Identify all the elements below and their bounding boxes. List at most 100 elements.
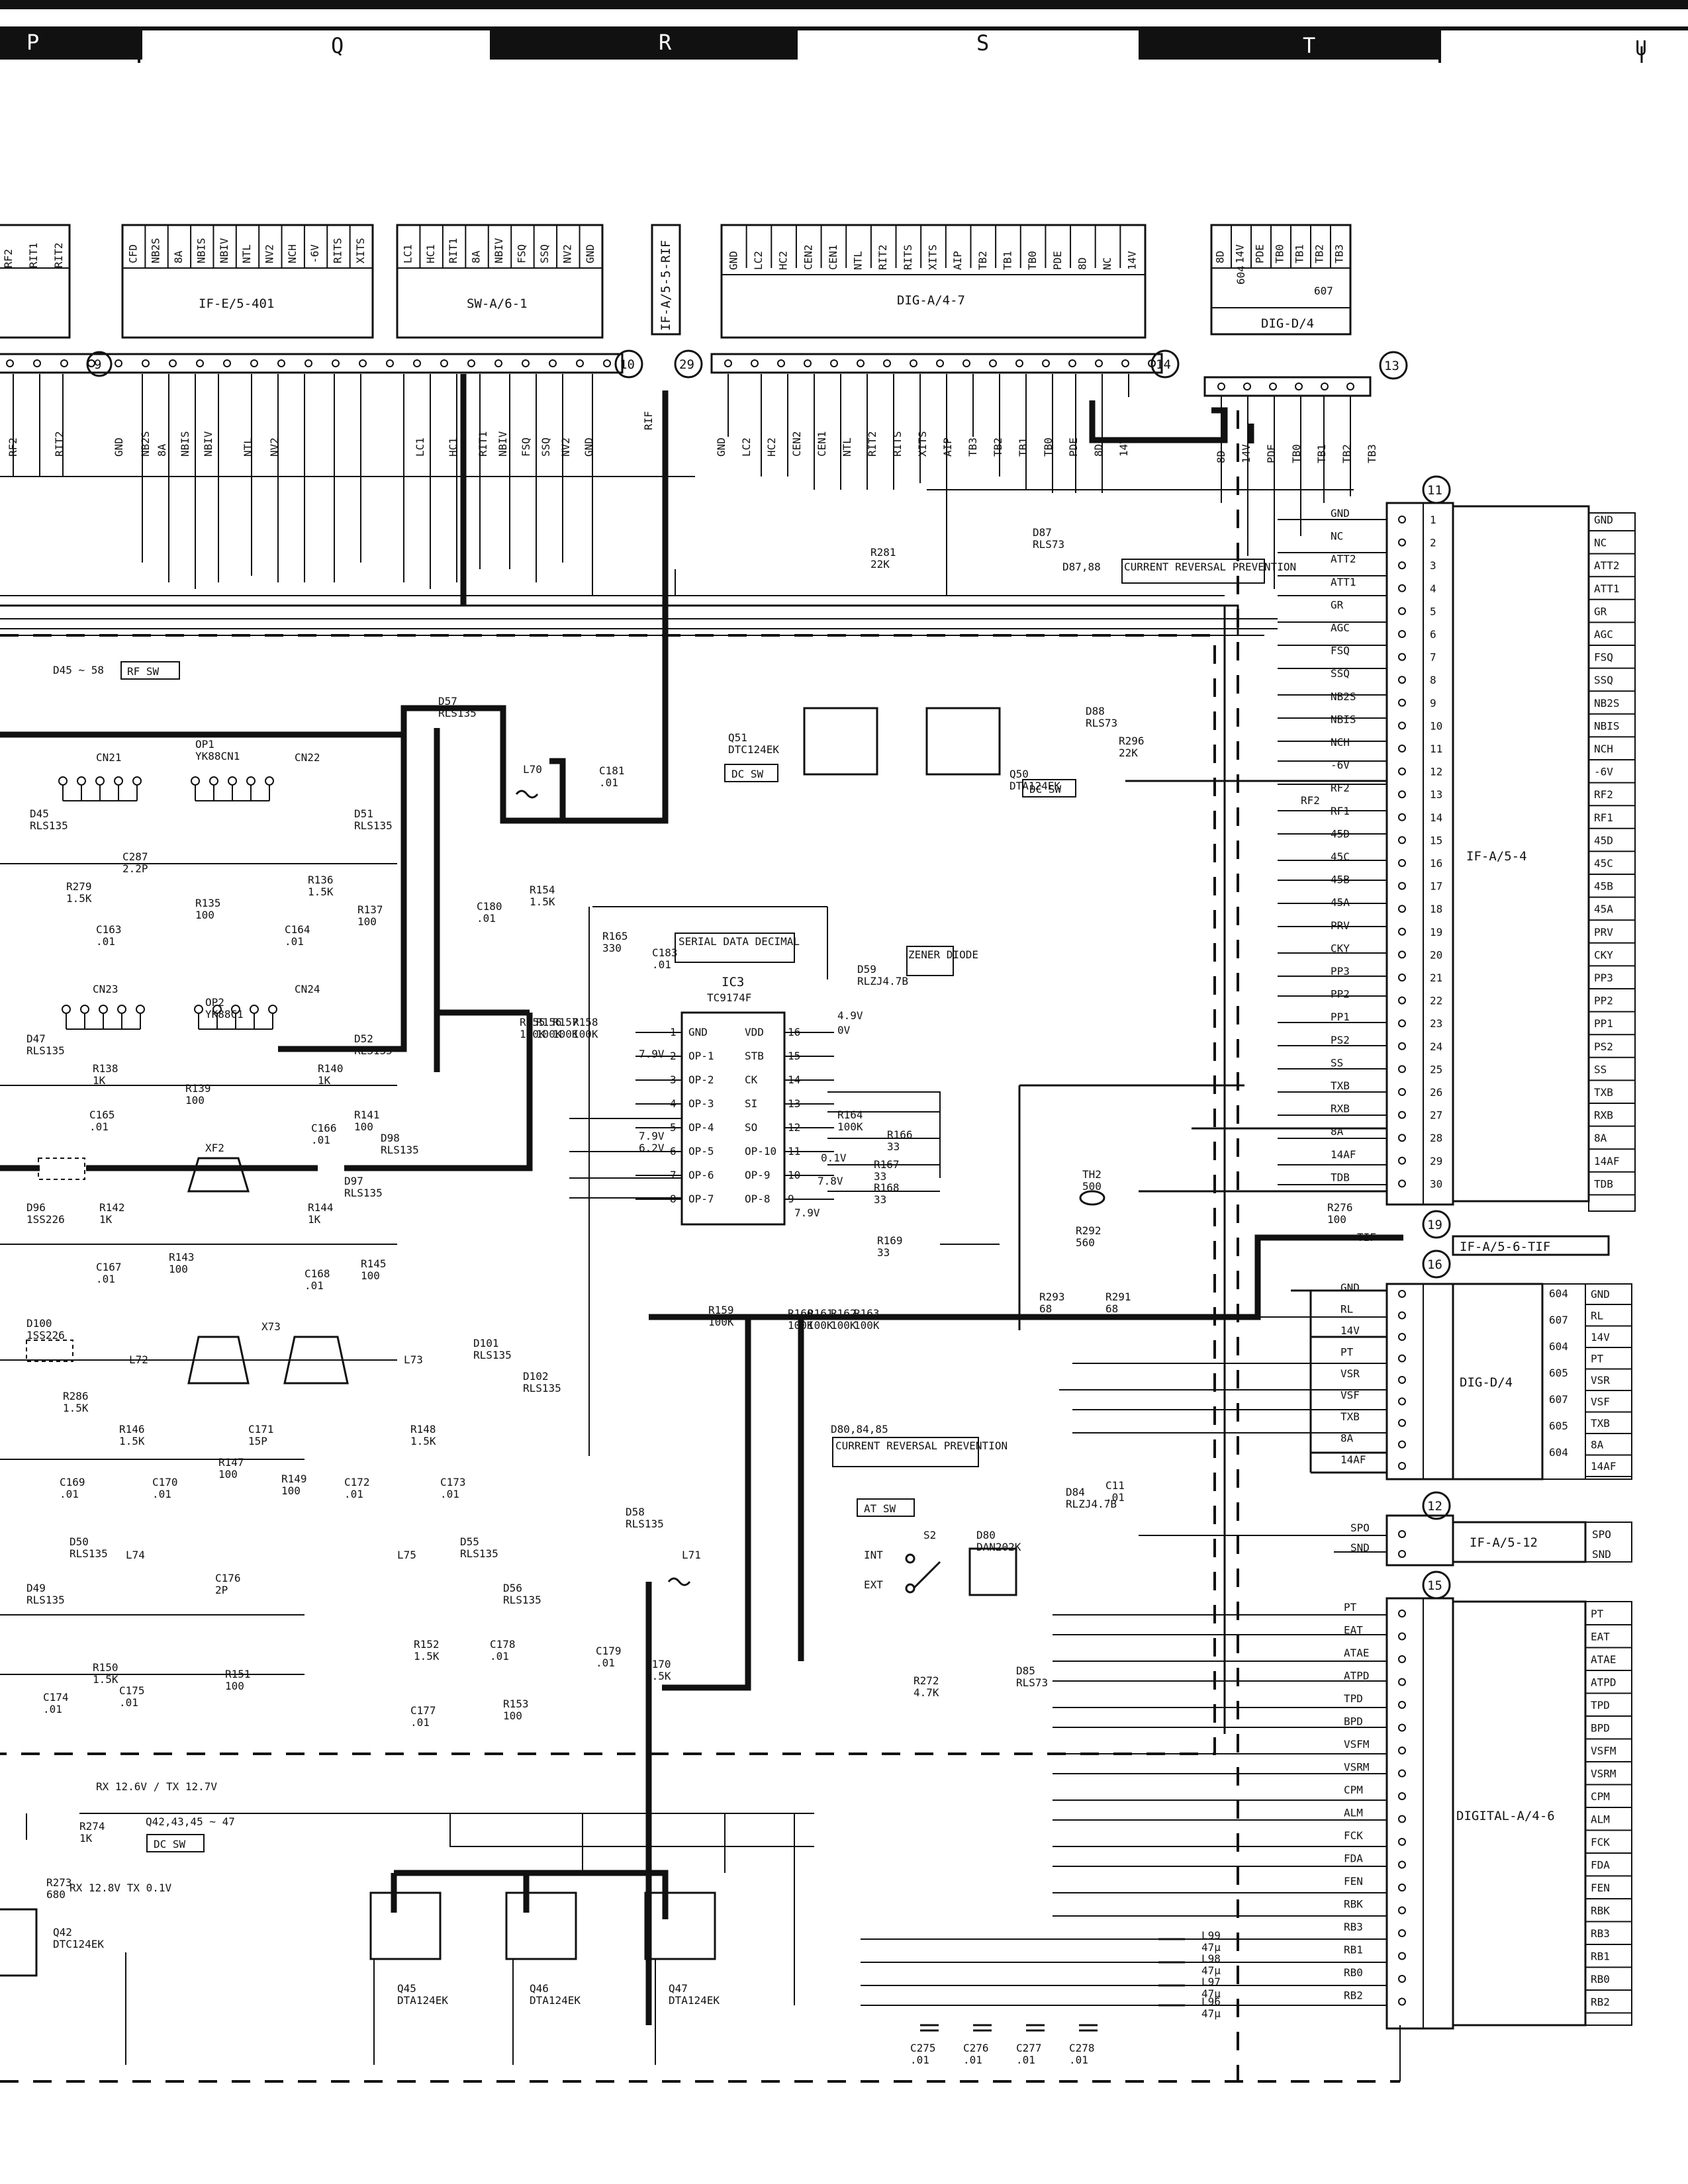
component-r153-value: 100 [503, 1709, 522, 1722]
ifa54-pin-24: SS [1594, 1063, 1607, 1075]
component-r147-id: R147 [218, 1456, 244, 1469]
label-q42-47: Q42,43,45 ~ 47 [146, 1815, 235, 1828]
component-cn24-id: CN24 [295, 983, 320, 995]
dig46-pin-13: RBK [1591, 1905, 1610, 1917]
ifa54-num-26: 27 [1430, 1109, 1442, 1122]
ifa54-num-12: 13 [1430, 788, 1442, 801]
component-c181-value: .01 [599, 776, 618, 789]
digd4mid-code-0: 604 [1549, 1287, 1568, 1300]
ifa54-left-10: NCH [1331, 736, 1350, 749]
ic3-left-pin-4: OP-4 [688, 1121, 714, 1134]
dig46-left-2: ATAE [1344, 1647, 1370, 1659]
component-r146-id: R146 [119, 1423, 145, 1435]
pin-connectors-dig_d4_top-pins-3: TB0 [1274, 244, 1286, 263]
component-cn21-id: CN21 [96, 751, 122, 764]
pin-connectors-if_e5_401-pins-6: NV2 [263, 244, 275, 263]
ic3-left-pin-1: OP-1 [688, 1050, 714, 1062]
dig46-pin-16: RB0 [1591, 1973, 1610, 1985]
ic3-right-pin-4: SO [745, 1121, 757, 1134]
component-c277-id: C277 [1016, 2042, 1042, 2054]
component-c176-value: 2P [215, 1584, 228, 1596]
component-c171-value: 15P [248, 1435, 267, 1447]
rail-label-dig-16: 14V [1117, 437, 1130, 457]
label-rx-tx: RX 12.6V / TX 12.7V [96, 1780, 217, 1793]
ifa54-left-24: SS [1331, 1056, 1343, 1069]
component-c173-value: .01 [440, 1488, 459, 1500]
pin-connectors-dig_a4_7-pins-9: AIP [951, 251, 964, 270]
ifa54-left-6: FSQ [1331, 645, 1350, 657]
jumper-10: 10 [620, 357, 635, 372]
component-d57-id: D57 [438, 695, 457, 707]
rail-label-left-16: GND [583, 437, 595, 457]
component-op1-id: OP1 [195, 738, 214, 751]
ic3-volt-6: 7.8V [818, 1175, 843, 1187]
rail-label-dig-6: RIT2 [866, 431, 878, 457]
pin-connectors-dig_a4_7-pins-3: CEN2 [802, 244, 814, 270]
ifa54-num-13: 14 [1430, 811, 1442, 824]
component-r142-id: R142 [99, 1201, 125, 1214]
component-x73-id: X73 [261, 1320, 281, 1333]
rail-label-left-8: NV2 [268, 437, 281, 457]
component-r169-value: 33 [877, 1246, 890, 1259]
dig46-pin-10: FCK [1591, 1836, 1610, 1848]
component-d102-id: D102 [523, 1370, 549, 1383]
pin-connectors-dig_d4_top-pins-5: TB2 [1313, 244, 1326, 263]
component-l73-id: L73 [404, 1353, 423, 1366]
component-r281-id: R281 [870, 546, 896, 559]
dig46-left-12: FEN [1344, 1875, 1363, 1888]
label-serial-data: SERIAL DATA DECIMAL [679, 935, 800, 948]
digd4mid-left-4: VSR [1340, 1367, 1360, 1380]
digd4mid-pin-6: TXB [1591, 1417, 1610, 1430]
ifa54-pin-8: NB2S [1594, 697, 1620, 709]
ifa54-pin-27: 8A [1594, 1132, 1607, 1144]
ic3-right-pin-3: SI [745, 1097, 757, 1110]
ic3-volt-7: 7.9V [794, 1206, 820, 1219]
ic3-volt-5: 0.1V [821, 1152, 847, 1164]
component-c177-value: .01 [410, 1716, 430, 1729]
pin-connectors-dig_a4_7-pins-0: GND [727, 251, 739, 270]
component-r155-id: R155 [520, 1016, 545, 1028]
component-r157-value: 100K [553, 1028, 579, 1040]
dig46-left-8: CPM [1344, 1784, 1363, 1796]
zone-label-q: Q [331, 33, 344, 58]
component-q50-value: DTA124EK [1009, 780, 1060, 792]
component-c177-id: C177 [410, 1704, 436, 1717]
pin-connectors-dig_a4_7-pins-12: TB0 [1026, 251, 1039, 270]
component-q45-id: Q45 [397, 1982, 416, 1995]
component-q47-id: Q47 [669, 1982, 688, 1995]
component-r150-id: R150 [93, 1661, 118, 1674]
pin-connectors-if_e5_401-pins-5: NTL [240, 244, 253, 263]
digd4mid-pin-3: PT [1591, 1353, 1604, 1365]
component-c164-id: C164 [285, 923, 310, 936]
pin-connectors-if_e5_401-pins-4: NBIV [218, 238, 230, 263]
ifa54-left-1: NC [1331, 530, 1343, 543]
ifa54-left-8: NB2S [1331, 690, 1356, 703]
pin-connectors-dig_d4_top-pins-0: 8D [1214, 251, 1227, 263]
component-c166-id: C166 [311, 1122, 337, 1134]
ic3-name: IC3 [722, 975, 744, 989]
digd4mid-code-4: 607 [1549, 1393, 1568, 1406]
ic3-part: TC9174F [707, 991, 751, 1004]
component-c276-id: C276 [963, 2042, 989, 2054]
rail-label-dig-11: TB2 [992, 437, 1004, 457]
component-l99-value: 47μ [1201, 1941, 1221, 1954]
component-r167-id: R167 [874, 1158, 900, 1171]
ifa512-pin-0: SPO [1592, 1528, 1611, 1541]
ifa54-num-17: 18 [1430, 903, 1442, 915]
dig46-pin-15: RB1 [1591, 1950, 1610, 1963]
ifa54-pin-3: ATT1 [1594, 582, 1620, 595]
component-r274-id: R274 [79, 1820, 105, 1833]
label-crp-mid-ref: D80,84,85 [831, 1423, 888, 1435]
ifa54-num-11: 12 [1430, 766, 1442, 778]
component-l71-id: L71 [682, 1549, 701, 1561]
ifa54-num-5: 6 [1430, 628, 1436, 641]
dig-d4-sub-604: 604 [1235, 265, 1247, 285]
dig46-left-10: FCK [1344, 1829, 1363, 1842]
component-d47-value: RLS135 [26, 1044, 65, 1057]
component-c167-id: C167 [96, 1261, 122, 1273]
ifa54-pin-1: NC [1594, 537, 1607, 549]
component-c278-id: C278 [1069, 2042, 1095, 2054]
component-l97-id: L97 [1201, 1976, 1221, 1988]
pin-connectors-if_e5_401-pins-8: -6V [308, 244, 321, 263]
